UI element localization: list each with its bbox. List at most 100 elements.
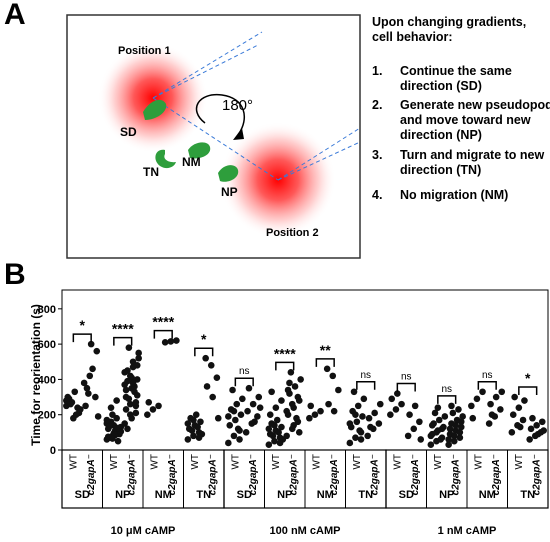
mutant-point <box>498 388 506 396</box>
mutant-point <box>93 347 101 355</box>
wt-point <box>398 400 405 408</box>
mutant-point <box>297 376 304 383</box>
wt-point <box>360 395 368 403</box>
legend-text: Generate new pseudopod and move toward n… <box>400 98 550 142</box>
mutant-point <box>375 420 383 427</box>
significance-label: ns <box>482 370 493 381</box>
mutant-point <box>457 418 465 426</box>
significance-bracket <box>315 358 335 367</box>
mutant-point <box>132 399 140 406</box>
significance-label: * <box>80 317 86 333</box>
significance-label: * <box>201 331 207 347</box>
wt-point <box>265 425 273 433</box>
mutant-point <box>492 393 500 401</box>
mutant-point <box>244 407 251 415</box>
plot-frame <box>61 289 549 451</box>
strain-label-mutant: c2gapA⁻ <box>86 454 97 495</box>
wt-point <box>197 418 204 426</box>
dashed-line-1a <box>152 31 263 99</box>
mutant-point <box>94 413 102 420</box>
strain-label-wt: WT <box>149 454 160 470</box>
mutant-point <box>459 413 466 420</box>
wt-point <box>155 402 162 410</box>
wt-point <box>394 390 401 397</box>
mutant-point <box>487 400 494 408</box>
wt-point <box>346 420 354 427</box>
behavior-label: TN <box>358 489 373 501</box>
mutant-point <box>452 421 459 429</box>
mutant-point <box>335 386 342 394</box>
wt-point <box>225 439 232 447</box>
significance-label: ** <box>320 342 331 358</box>
wt-point <box>516 423 524 431</box>
mutant-point <box>173 337 180 344</box>
mutant-point <box>256 404 264 411</box>
mutant-point <box>249 400 257 408</box>
wt-point <box>278 397 285 404</box>
significance-label: ns <box>401 372 412 383</box>
mutant-point <box>80 379 88 387</box>
cell-label-sd: SD <box>120 125 137 139</box>
wt-point <box>188 427 196 434</box>
rotation-arrow <box>195 93 246 136</box>
panel-b-letter: B <box>4 258 26 291</box>
strain-label-wt: WT <box>392 454 403 470</box>
wt-point <box>109 411 116 419</box>
mutant-point <box>209 393 216 401</box>
significance-bracket <box>153 329 173 339</box>
strain-label-mutant: c2gapA⁻ <box>248 454 259 495</box>
wt-point <box>307 402 315 410</box>
mutant-point <box>128 374 135 381</box>
wt-point <box>144 411 151 419</box>
significance-bracket <box>518 386 538 396</box>
behavior-label: NM <box>479 489 496 501</box>
condition-box <box>385 449 549 509</box>
mutant-point <box>83 384 91 392</box>
wt-point <box>428 421 436 429</box>
strain-label-wt: WT <box>514 454 525 470</box>
cell-np <box>218 165 239 182</box>
wt-point <box>479 388 486 396</box>
wt-point <box>350 388 358 396</box>
mutant-point <box>293 414 300 422</box>
mutant-point <box>527 425 535 433</box>
significance-bracket <box>477 381 497 390</box>
mutant-point <box>161 339 169 346</box>
wt-point <box>437 436 444 443</box>
strain-label-mutant: c2gapA⁻ <box>451 454 462 495</box>
mutant-point <box>325 400 332 408</box>
wt-point <box>106 422 113 430</box>
wt-point <box>431 409 439 417</box>
mutant-point <box>133 391 141 399</box>
wt-point <box>354 402 362 410</box>
mutant-point <box>455 406 462 413</box>
significance-label: **** <box>112 321 134 337</box>
wt-point <box>194 423 201 431</box>
wt-point <box>230 407 238 415</box>
wt-point <box>306 414 313 422</box>
mutant-point <box>540 427 547 434</box>
legend-num: 1. <box>372 64 383 78</box>
panel-a-letter: A <box>4 0 26 31</box>
behavior-label: TN <box>196 489 211 501</box>
y-axis-label: Time for reorientation (s) <box>29 304 43 446</box>
significance-bracket <box>234 377 254 387</box>
mutant-point <box>411 402 419 410</box>
mutant-point <box>135 354 142 362</box>
wt-point <box>71 388 79 396</box>
wt-point <box>77 406 84 413</box>
mutant-point <box>126 400 134 408</box>
wt-point <box>275 429 282 436</box>
wt-point <box>392 406 400 413</box>
wt-point <box>63 397 70 404</box>
wt-point <box>441 413 449 420</box>
mutant-point <box>167 338 175 345</box>
wt-point <box>435 416 443 424</box>
wt-point <box>234 425 242 433</box>
mutant-point <box>295 429 303 436</box>
mutant-point <box>87 340 95 348</box>
wt-point <box>229 386 236 394</box>
significance-label: **** <box>152 314 174 330</box>
wt-point <box>192 411 200 419</box>
wt-point <box>226 421 234 429</box>
